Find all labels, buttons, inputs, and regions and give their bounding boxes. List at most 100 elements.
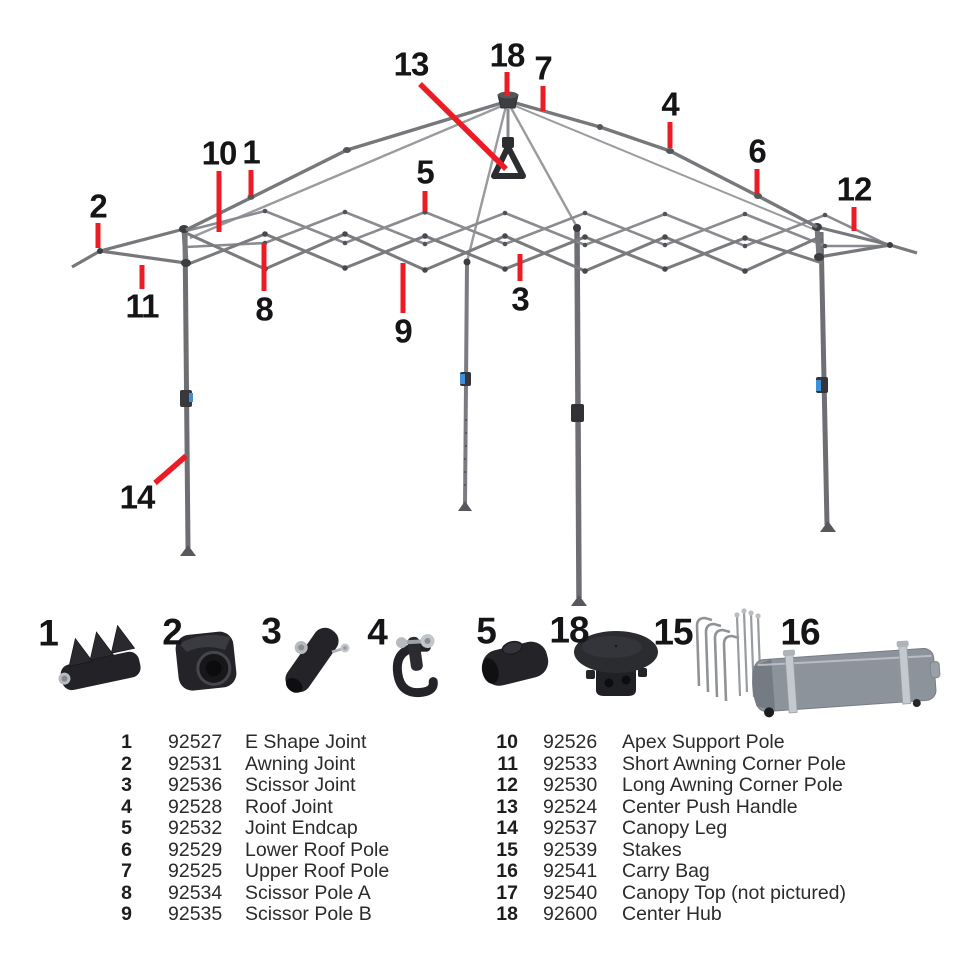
part-index: 6 — [121, 838, 132, 861]
joint-endcap-thumb — [481, 640, 549, 686]
parts-row: 17 92540 Canopy Top (not pictured) — [478, 881, 847, 905]
parts-table-left: 1 92527 E Shape Joint 2 92531 Awning Joint 3… — [92, 731, 390, 926]
part-name: Canopy Top (not pictured) — [622, 881, 847, 904]
awning-poles — [71, 223, 918, 269]
part-number: 92537 — [543, 817, 598, 839]
callout-label-8: 8 — [255, 290, 273, 328]
thumb-label-1: 1 — [38, 612, 59, 654]
part-index: 1 — [121, 731, 132, 753]
thumb-label-15: 15 — [653, 611, 693, 653]
parts-row: 3 92536 Scissor Joint — [92, 774, 389, 797]
part-name: Lower Roof Pole — [245, 838, 390, 861]
parts-row: 2 92531 Awning Joint — [92, 752, 389, 776]
part-number: 92527 — [168, 731, 223, 753]
thumb-label-18: 18 — [549, 609, 589, 651]
part-index: 17 — [496, 881, 518, 904]
roof-joint-thumb — [392, 634, 438, 698]
canopy-legs — [180, 227, 836, 606]
part-number: 92540 — [543, 881, 598, 904]
part-index: 7 — [121, 860, 132, 882]
callout-label-5: 5 — [416, 153, 434, 191]
part-number: 92531 — [168, 752, 223, 775]
scissor-joint-thumb — [285, 627, 350, 693]
part-number: 92600 — [543, 903, 598, 925]
part-index: 11 — [497, 752, 518, 775]
callout-label-18: 18 — [489, 36, 526, 74]
parts-row: 1 92527 E Shape Joint — [92, 731, 389, 754]
part-index: 4 — [121, 795, 132, 818]
thumb-label-4: 4 — [367, 611, 388, 653]
awning-joint-thumb — [175, 631, 237, 691]
e-shape-joint-thumb — [58, 624, 141, 691]
callout-label-12: 12 — [836, 170, 873, 208]
part-index: 9 — [121, 903, 132, 925]
parts-row: 12 92530 Long Awning Corner Pole — [478, 774, 846, 797]
callout-label-6: 6 — [748, 132, 766, 170]
part-index: 13 — [496, 795, 518, 818]
part-index: 5 — [121, 817, 132, 839]
callout-label-2: 2 — [89, 187, 107, 225]
parts-row: 13 92524 Center Push Handle — [478, 795, 846, 819]
thumb-label-2: 2 — [162, 611, 183, 653]
part-number: 92541 — [543, 860, 598, 882]
part-name: Stakes — [622, 838, 682, 861]
center-hub-thumb — [574, 631, 658, 696]
part-index: 12 — [496, 774, 518, 796]
part-number: 92526 — [543, 731, 598, 753]
thumb-label-3: 3 — [261, 610, 282, 652]
stakes-thumb — [695, 608, 763, 702]
part-number: 92532 — [168, 817, 223, 839]
parts-row: 14 92537 Canopy Leg — [478, 817, 846, 840]
part-index: 10 — [496, 731, 518, 753]
scissor-truss-front — [185, 231, 823, 274]
part-name: Center Hub — [622, 903, 722, 925]
callout-label-3: 3 — [511, 280, 529, 318]
parts-row: 5 92532 Joint Endcap — [92, 817, 389, 840]
parts-row: 15 92539 Stakes — [478, 838, 846, 862]
parts-row: 9 92535 Scissor Pole B — [92, 903, 389, 926]
part-index: 14 — [496, 817, 518, 839]
part-name: Long Awning Corner Pole — [622, 774, 843, 796]
part-number: 92533 — [543, 752, 598, 775]
callout-label-9: 9 — [394, 312, 412, 350]
part-number: 92525 — [168, 860, 223, 882]
part-name: Scissor Pole A — [245, 881, 371, 904]
callout-label-7: 7 — [534, 49, 552, 87]
part-name: Scissor Joint — [245, 774, 356, 796]
part-index: 8 — [121, 881, 132, 904]
part-number: 92530 — [543, 774, 598, 796]
part-name: Scissor Pole B — [245, 903, 372, 925]
parts-row: 7 92525 Upper Roof Pole — [92, 860, 390, 883]
part-name: Upper Roof Pole — [245, 860, 390, 882]
part-index: 3 — [121, 774, 132, 796]
thumb-label-16: 16 — [780, 611, 820, 653]
part-name: Canopy Leg — [622, 817, 728, 839]
part-number: 92539 — [543, 838, 598, 861]
part-name: Joint Endcap — [245, 817, 358, 839]
part-index: 15 — [496, 838, 518, 861]
part-index: 16 — [496, 860, 518, 882]
callout-lines — [95, 72, 857, 486]
part-name: Center Push Handle — [622, 795, 798, 818]
scissor-truss-back — [185, 208, 891, 249]
part-number: 92524 — [543, 795, 598, 818]
callout-label-11: 11 — [125, 287, 160, 325]
part-index: 2 — [121, 752, 132, 775]
thumb-label-5: 5 — [476, 610, 497, 652]
part-number: 92535 — [168, 903, 223, 925]
part-name: Roof Joint — [245, 795, 333, 818]
part-name: E Shape Joint — [245, 731, 367, 753]
part-number: 92536 — [168, 774, 223, 796]
part-name: Awning Joint — [245, 752, 356, 775]
callout-label-13: 13 — [393, 45, 430, 83]
carry-bag-thumb — [752, 640, 941, 718]
